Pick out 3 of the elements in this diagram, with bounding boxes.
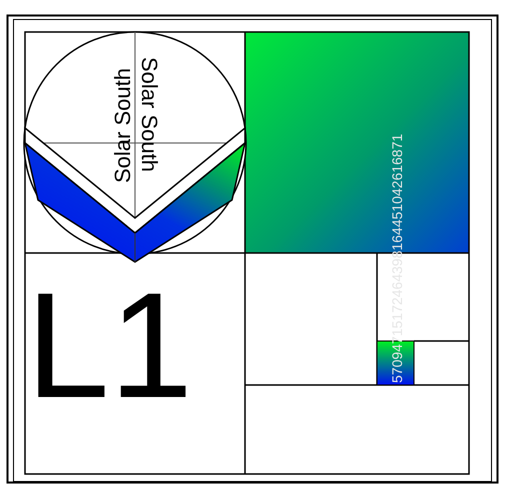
vertical-label: Solar South: [138, 57, 160, 172]
large-label: L1: [26, 270, 193, 420]
vertical-label: Solar South: [112, 68, 134, 183]
